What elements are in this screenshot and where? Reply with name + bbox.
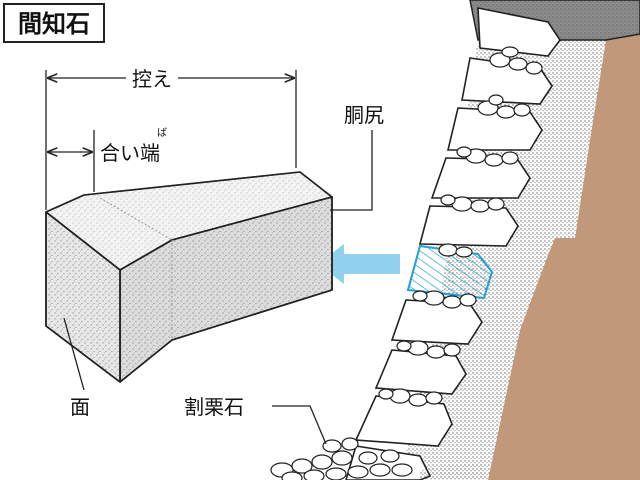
wall-stone [420,206,518,246]
warikuri-leader [272,406,326,444]
label-warikuri: 割栗石 [184,395,244,419]
kenchi-stone-detail [46,172,332,382]
wall-stone [432,158,530,198]
label-hikae: 控え [132,67,172,91]
wall-stone [392,300,482,344]
label-dojiri: 胴尻 [344,103,384,127]
title-box: 間知石 [4,4,104,42]
diagram-title: 間知石 [18,10,90,38]
label-aiba-ruby: ば [157,127,167,139]
wall-stone [376,350,466,394]
label-aiba: 合い端 [100,141,160,165]
dojiri-leader [330,130,372,210]
label-men: 面 [70,395,90,419]
